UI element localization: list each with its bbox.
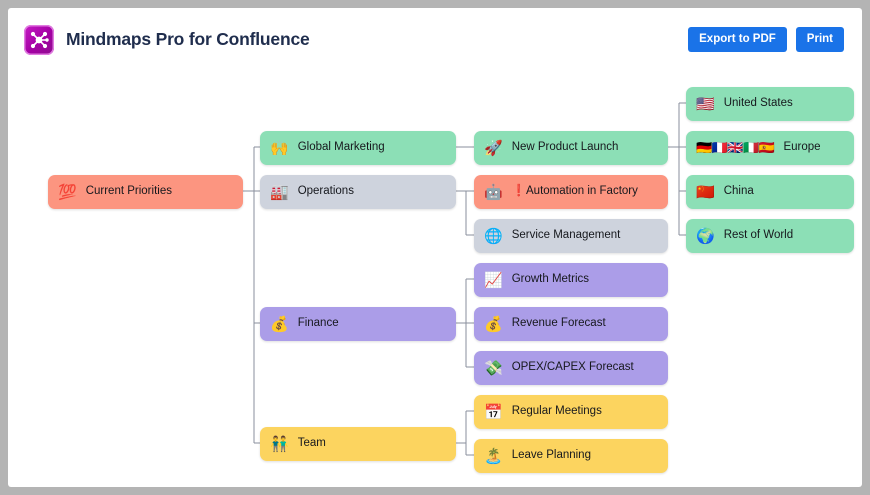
flag-china-icon: 🇨🇳 (696, 182, 715, 201)
node-label: Finance (297, 317, 339, 330)
mindmap-node-service-management[interactable]: 🌐 Service Management (474, 219, 668, 253)
header-actions: Export to PDF Print (688, 26, 844, 53)
node-label: Growth Metrics (511, 273, 590, 286)
node-label: United States (723, 97, 793, 110)
mindmap-node-root[interactable]: 💯 Current Priorities (48, 175, 243, 209)
node-label: Service Management (511, 229, 621, 242)
node-label: Team (297, 437, 326, 450)
page-title: Mindmaps Pro for Confluence (66, 29, 310, 49)
globe-africa-europe-icon: 🌍 (696, 226, 715, 245)
node-label: ❗Automation in Factory (511, 185, 638, 198)
money-with-wings-icon: 💸 (484, 358, 503, 377)
flag-united-states-icon: 🇺🇸 (696, 94, 715, 113)
node-label: Revenue Forecast (511, 317, 606, 330)
money-bag-icon: 💰 (484, 314, 503, 333)
mindmap-node-new-product-launch[interactable]: 🚀 New Product Launch (474, 131, 668, 165)
brand: Mindmaps Pro for Confluence (24, 24, 310, 55)
globe-meridians-icon: 🌐 (484, 226, 503, 245)
node-label: OPEX/CAPEX Forecast (511, 361, 634, 374)
node-label: New Product Launch (511, 141, 619, 154)
mindmap-node-opex-capex-forecast[interactable]: 💸 OPEX/CAPEX Forecast (474, 351, 668, 385)
mindmap-node-leave-planning[interactable]: 🏝️ Leave Planning (474, 439, 668, 473)
app-window: Mindmaps Pro for Confluence Export to PD… (8, 8, 862, 487)
mindmap-node-finance[interactable]: 💰 Finance (260, 307, 456, 341)
mindmap-node-rest-of-world[interactable]: 🌍 Rest of World (686, 219, 854, 253)
mindmap-node-united-states[interactable]: 🇺🇸 United States (686, 87, 854, 121)
mindmap-connectors (243, 102, 686, 456)
flags-europe-icon: 🇩🇪🇫🇷🇬🇧🇮🇹🇪🇸 (696, 140, 775, 156)
mindmap-node-global-marketing[interactable]: 🙌 Global Marketing (260, 131, 456, 165)
mindmap-node-operations[interactable]: 🏭 Operations (260, 175, 456, 209)
node-label: Global Marketing (297, 141, 385, 154)
raising-hands-icon: 🙌 (270, 138, 289, 157)
mindmap-node-revenue-forecast[interactable]: 💰 Revenue Forecast (474, 307, 668, 341)
robot-icon: 🤖 (484, 182, 503, 201)
export-to-pdf-button[interactable]: Export to PDF (688, 26, 787, 53)
node-label: Leave Planning (511, 449, 591, 462)
node-label: China (723, 185, 754, 198)
print-button[interactable]: Print (795, 26, 844, 53)
node-label: Current Priorities (85, 185, 172, 198)
mindmap-node-europe[interactable]: 🇩🇪🇫🇷🇬🇧🇮🇹🇪🇸 Europe (686, 131, 854, 165)
mindmap-node-china[interactable]: 🇨🇳 China (686, 175, 854, 209)
mindmap-canvas[interactable]: 💯 Current Priorities 🙌 Global Marketing … (8, 71, 862, 487)
mindmap-node-regular-meetings[interactable]: 📅 Regular Meetings (474, 395, 668, 429)
factory-icon: 🏭 (270, 182, 289, 201)
chart-increasing-icon: 📈 (484, 270, 503, 289)
node-label: Europe (783, 141, 821, 154)
hundred-points-icon: 💯 (58, 182, 77, 201)
two-men-icon: 👬 (270, 434, 289, 453)
node-label: Rest of World (723, 229, 794, 242)
money-bag-icon: 💰 (270, 314, 289, 333)
app-header: Mindmaps Pro for Confluence Export to PD… (8, 8, 862, 71)
rocket-icon: 🚀 (484, 138, 503, 157)
node-label: Operations (297, 185, 354, 198)
mindmap-node-growth-metrics[interactable]: 📈 Growth Metrics (474, 263, 668, 297)
mindmap-logo-icon (24, 24, 54, 55)
desert-island-icon: 🏝️ (484, 446, 503, 465)
calendar-icon: 📅 (484, 402, 503, 421)
mindmap-node-automation-in-factory[interactable]: 🤖 ❗Automation in Factory (474, 175, 668, 209)
mindmap-node-team[interactable]: 👬 Team (260, 427, 456, 461)
node-label: Regular Meetings (511, 405, 602, 418)
